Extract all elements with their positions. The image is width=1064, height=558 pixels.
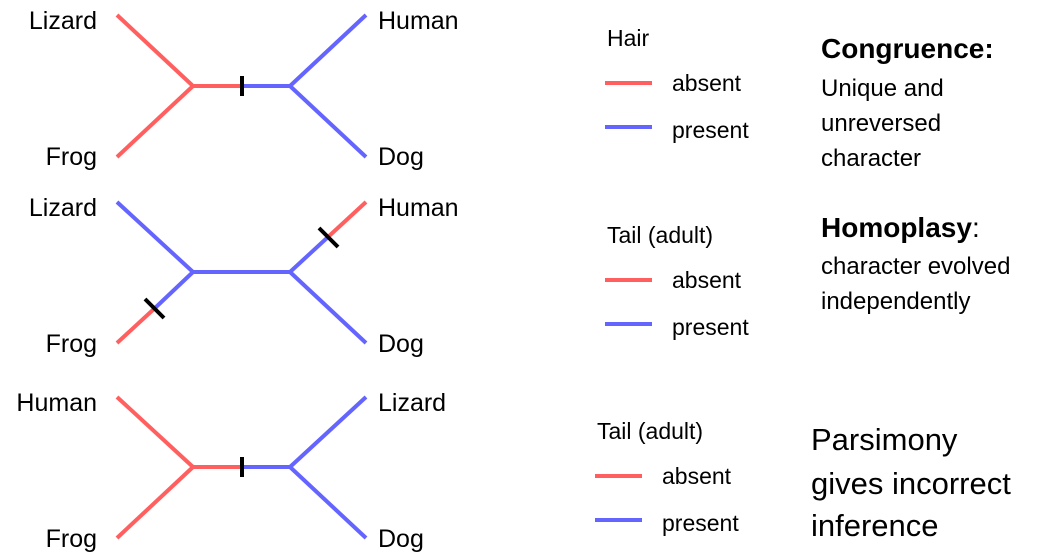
note-congruence: Congruence: Unique and unreversed charac…: [821, 33, 994, 172]
taxon-label: Dog: [378, 143, 424, 171]
taxon-label: Frog: [46, 330, 97, 358]
branch-dog: [288, 84, 368, 159]
branch-human: [115, 395, 195, 469]
legend-title: Tail (adult): [597, 418, 703, 444]
legend-title: Tail (adult): [607, 222, 713, 248]
branch-frog-absent: [115, 306, 157, 345]
branch-human-absent: [326, 200, 368, 239]
legend-label: absent: [672, 267, 742, 293]
legend-label: absent: [662, 463, 732, 489]
note-line: Unique and: [821, 75, 944, 102]
taxon-label: Lizard: [29, 194, 97, 222]
note-line: Parsimony: [811, 422, 958, 457]
note-line: independently: [821, 288, 970, 315]
taxon-label: Dog: [378, 330, 424, 358]
taxon-label: Frog: [46, 143, 97, 171]
legend-tail-1: Tail (adult) absent present: [605, 222, 749, 340]
branch-lizard: [288, 395, 368, 469]
note-title: Congruence:: [821, 33, 994, 64]
taxon-label: Human: [378, 194, 459, 222]
taxon-label: Dog: [378, 525, 424, 553]
tree-tail-homoplasy: Lizard Frog Human Dog: [29, 194, 459, 358]
legend-label: present: [662, 510, 739, 536]
note-line: gives incorrect: [811, 466, 1011, 501]
character-change-mark: [317, 226, 340, 249]
note-homoplasy: Homoplasy: character evolved independent…: [821, 212, 1010, 315]
taxon-label: Frog: [46, 525, 97, 553]
character-change-mark: [143, 297, 166, 320]
note-title: Homoplasy:: [821, 212, 980, 243]
note-line: character: [821, 145, 921, 172]
tree-tail-parsimony: Human Frog Lizard Dog: [16, 389, 446, 553]
note-line: inference: [811, 508, 939, 543]
legend-label: present: [672, 117, 749, 143]
taxon-label: Lizard: [29, 7, 97, 35]
branch-dog: [288, 270, 368, 345]
tree-hair: Lizard Frog Human Dog: [29, 7, 459, 171]
legend-hair: Hair absent present: [605, 25, 749, 143]
branch-dog: [288, 465, 368, 540]
legend-label: present: [672, 314, 749, 340]
taxon-label: Lizard: [378, 389, 446, 417]
taxon-label: Human: [378, 7, 459, 35]
note-parsimony: Parsimony gives incorrect inference: [811, 422, 1011, 543]
branch-frog: [115, 465, 195, 540]
branch-lizard: [115, 13, 195, 88]
branch-lizard: [115, 200, 195, 274]
note-line: character evolved: [821, 253, 1010, 280]
branch-human-present: [288, 235, 330, 274]
branch-frog-present: [153, 270, 195, 310]
branch-frog: [115, 84, 195, 159]
note-line: unreversed: [821, 110, 941, 137]
branch-human: [288, 13, 368, 88]
legend-label: absent: [672, 70, 742, 96]
legend-tail-2: Tail (adult) absent present: [595, 418, 739, 536]
taxon-label: Human: [16, 389, 97, 417]
legend-title: Hair: [607, 25, 650, 51]
